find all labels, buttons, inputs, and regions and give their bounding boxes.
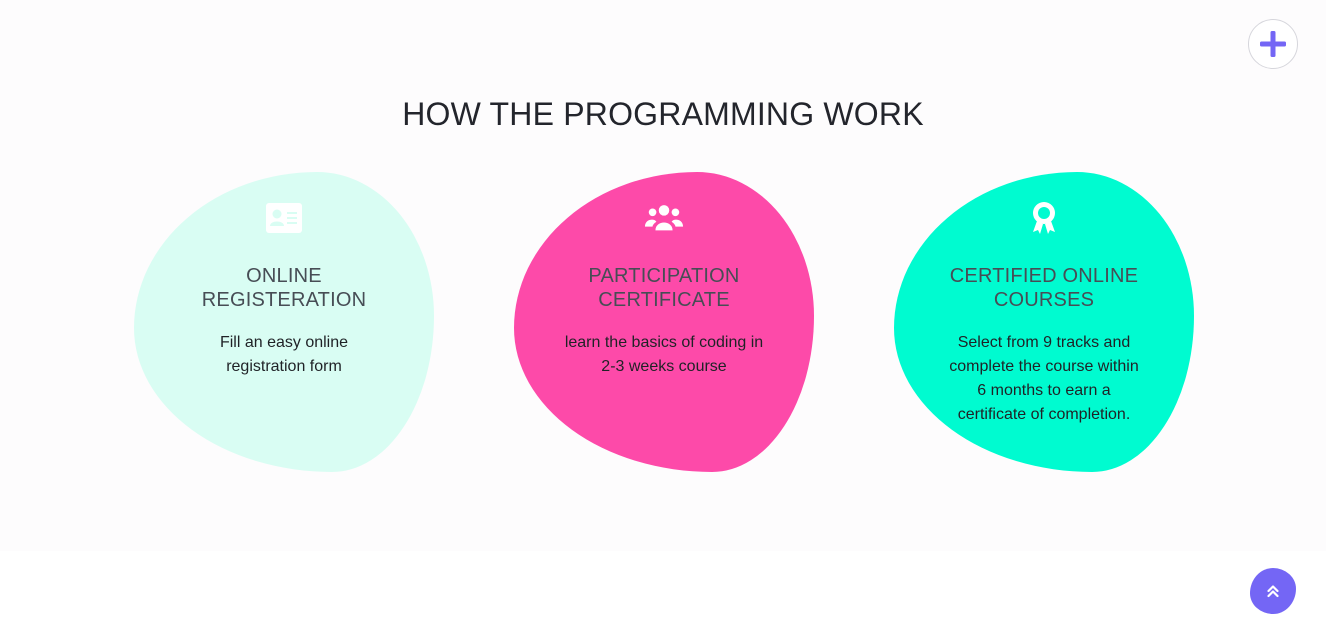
card-title-line: REGISTERATION bbox=[201, 289, 367, 311]
card-title: ONLINE REGISTERATION bbox=[154, 264, 414, 312]
double-chevron-up-icon bbox=[1267, 584, 1279, 598]
add-button[interactable] bbox=[1248, 19, 1298, 69]
card-description: Select from 9 tracks and complete the co… bbox=[949, 334, 1139, 423]
id-card-icon bbox=[264, 200, 304, 236]
card-title: PARTICIPATION CERTIFICATE bbox=[534, 264, 794, 312]
card-title-line: CERTIFIED ONLINE bbox=[949, 265, 1139, 287]
users-icon bbox=[644, 200, 684, 236]
card-online-registration: ONLINE REGISTERATION Fill an easy online… bbox=[134, 172, 434, 472]
card-title: CERTIFIED ONLINE COURSES bbox=[914, 264, 1174, 312]
card-description: learn the basics of coding in 2-3 weeks … bbox=[564, 334, 764, 375]
card-description: Fill an easy online registration form bbox=[219, 334, 349, 375]
plus-icon bbox=[1260, 31, 1286, 57]
section-title: HOW THE PROGRAMMING WORK bbox=[402, 96, 924, 132]
card-certified-online-courses: CERTIFIED ONLINE COURSES Select from 9 t… bbox=[894, 172, 1194, 472]
scroll-to-top-button[interactable] bbox=[1250, 568, 1296, 614]
card-title-line: COURSES bbox=[993, 289, 1095, 311]
award-icon bbox=[1024, 200, 1064, 236]
card-title-line: CERTIFICATE bbox=[598, 289, 730, 311]
card-title-line: ONLINE bbox=[246, 265, 322, 287]
how-it-works-section: HOW THE PROGRAMMING WORK ONLINE REGISTER… bbox=[134, 96, 1194, 472]
card-participation-certificate: PARTICIPATION CERTIFICATE learn the basi… bbox=[514, 172, 814, 472]
card-title-line: PARTICIPATION bbox=[588, 265, 740, 287]
